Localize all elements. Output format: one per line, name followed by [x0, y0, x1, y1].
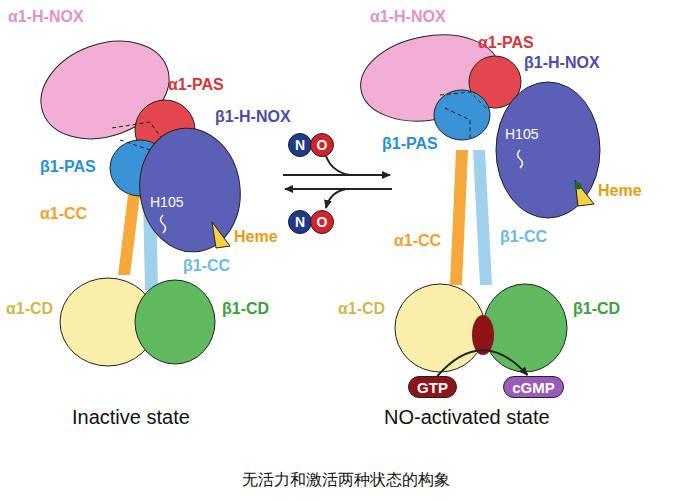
activated-protein [354, 24, 600, 372]
a1-cc-helix [450, 150, 468, 285]
domain-label: α1-PAS [478, 34, 534, 52]
nitrogen-atom: N [288, 133, 312, 157]
domain-label: β1-CD [573, 300, 620, 318]
cofactor-label: Heme [234, 228, 278, 246]
domain-label: α1-CD [338, 300, 385, 318]
b1-hnox-domain [496, 82, 600, 218]
node-text: N [295, 137, 305, 153]
h105-sidechain [518, 150, 523, 168]
nitrogen-atom: N [288, 210, 312, 234]
domain-label: α1-H-NOX [370, 8, 446, 26]
heme-group [212, 222, 230, 248]
interface-dash [440, 92, 488, 138]
b1-cd-domain [483, 284, 567, 372]
residue-label: Heme [598, 182, 642, 200]
residue-label: H105 [150, 194, 183, 210]
a1-cc-helix [118, 195, 140, 275]
domain-label: β1-PAS [40, 158, 96, 176]
node-text: O [317, 137, 328, 153]
node-text: cGMP [512, 379, 555, 396]
oxygen-atom: O [310, 210, 334, 234]
domain-label: β1-H-NOX [215, 108, 291, 126]
product-pill: cGMP [503, 376, 564, 398]
a1-cd-domain [395, 284, 485, 372]
domain-label: α1-CC [40, 205, 87, 223]
bound-no-dot [575, 183, 582, 190]
domain-label: β1-CC [183, 257, 230, 275]
cofactor-label: α1-CC [394, 232, 441, 250]
b1-cd-domain [135, 280, 215, 364]
node-text: N [295, 214, 305, 230]
domain-label: β1-PAS [382, 135, 438, 153]
figure-caption: 无活力和激活两种状态的构象 [0, 470, 692, 491]
domain-label: H105 [505, 126, 538, 142]
state-title: NO-activated state [384, 406, 550, 429]
inactive-protein [27, 24, 248, 366]
oxygen-atom: O [310, 133, 334, 157]
domain-label: α1-CD [6, 300, 53, 318]
equilibrium-arrows [283, 156, 392, 208]
substrate-pill: GTP [408, 376, 457, 398]
node-text: GTP [417, 379, 448, 396]
domain-label: β1-H-NOX [524, 54, 600, 72]
b1-hnox-domain [132, 122, 248, 259]
domain-label: α1-H-NOX [8, 8, 84, 26]
active-site [472, 315, 494, 355]
domain-label: β1-CC [500, 228, 547, 246]
heme-group [575, 180, 594, 206]
node-text: O [317, 214, 328, 230]
h105-sidechain [161, 215, 166, 233]
state-title: Inactive state [72, 406, 190, 429]
b1-cc-helix [473, 150, 492, 285]
reaction-arrow [437, 350, 527, 376]
domain-label: α1-PAS [168, 76, 224, 94]
domain-label: β1-CD [222, 300, 269, 318]
b1-pas-domain [434, 90, 490, 140]
